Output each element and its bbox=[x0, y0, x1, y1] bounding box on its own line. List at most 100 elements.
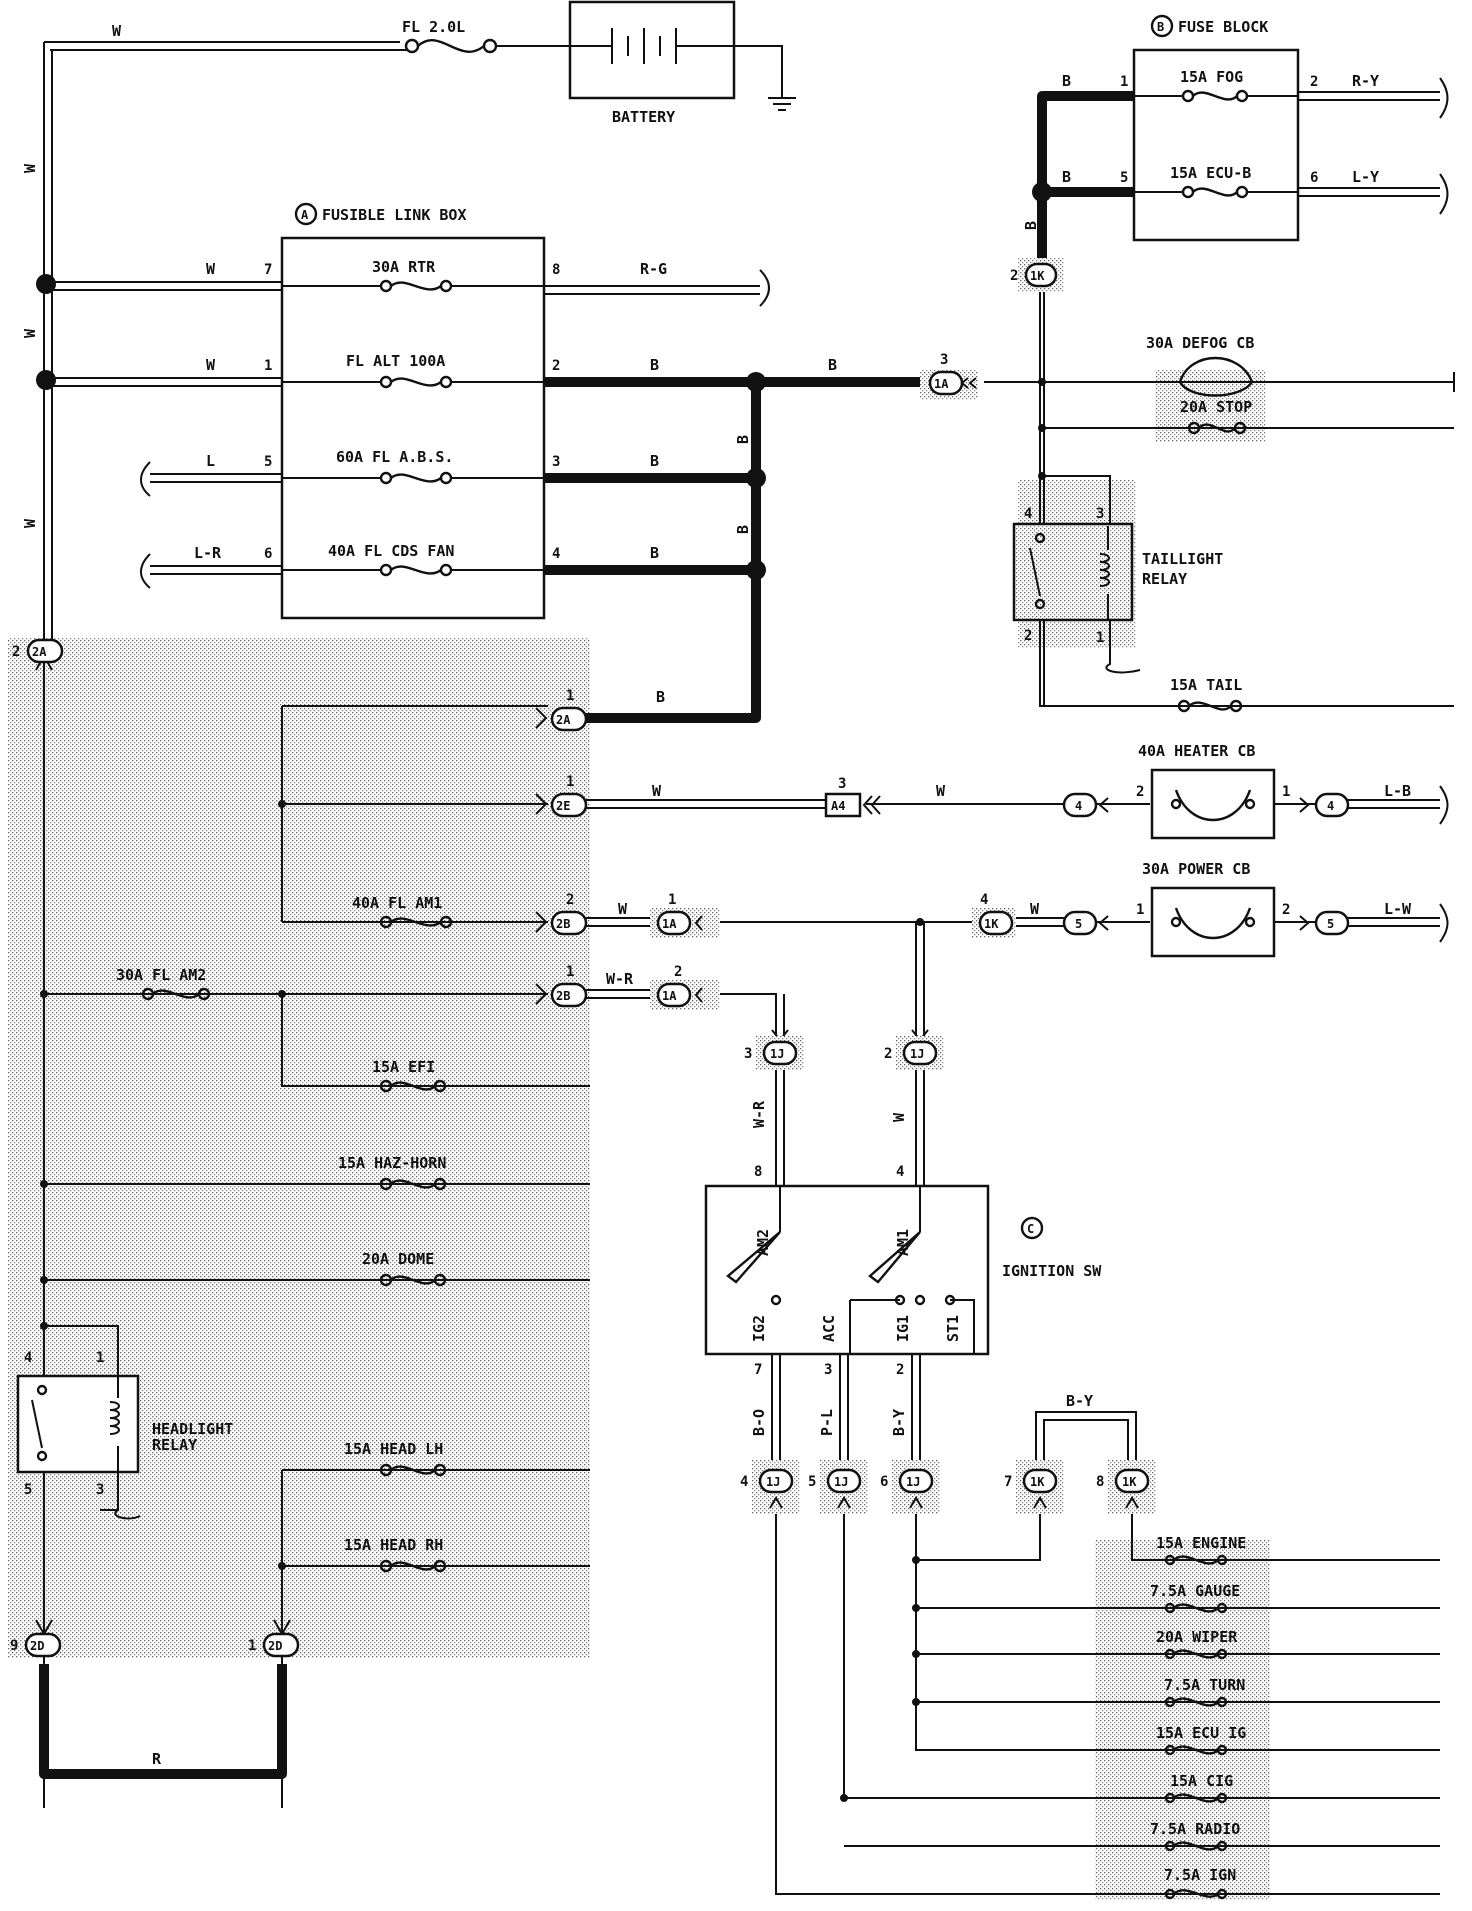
fuse-dome-label: 20A DOME bbox=[362, 1250, 434, 1268]
connector-1j-2[interactable]: 1J bbox=[896, 1036, 944, 1070]
pin-8: 8 bbox=[552, 262, 560, 278]
fusible-link-rows bbox=[140, 269, 770, 589]
head-relay-pin-4: 4 bbox=[24, 1350, 32, 1366]
connector-1j-4-label: 1J bbox=[766, 1475, 780, 1489]
heater-cb-pin-1: 1 bbox=[1282, 784, 1290, 800]
connector-1j-4-pin: 4 bbox=[740, 1474, 748, 1490]
connector-1k-7[interactable]: 1K bbox=[1016, 1460, 1064, 1514]
connector-1j-5-label: 1J bbox=[834, 1475, 848, 1489]
ignition-switch-box bbox=[704, 1184, 990, 1356]
connector-1k-8-pin: 8 bbox=[1096, 1474, 1104, 1490]
ig-term-am2: AM2 bbox=[754, 1229, 772, 1256]
connector-1j-3-label: 1J bbox=[770, 1047, 784, 1061]
wire-label-w-vert-3: W bbox=[21, 518, 39, 528]
fl-alt-100a-label: FL ALT 100A bbox=[346, 352, 445, 370]
fl-30a-rtr-label: 30A RTR bbox=[372, 258, 436, 276]
connector-1a-am1[interactable]: 1A bbox=[650, 908, 720, 938]
connector-2a-mid[interactable]: 2A bbox=[535, 706, 588, 732]
marker-c-letter: C bbox=[1027, 1222, 1034, 1236]
battery bbox=[568, 0, 796, 111]
wire-label-w-ig: W bbox=[890, 1112, 908, 1122]
connector-2a-top[interactable]: 2A bbox=[26, 638, 64, 664]
bottom-fuse-stack bbox=[1164, 1554, 1228, 1900]
connector-4-left[interactable]: 4 bbox=[1062, 792, 1109, 818]
breaker-30a-defog bbox=[1178, 356, 1254, 397]
connector-1j-3[interactable]: 1J bbox=[756, 1036, 804, 1070]
connector-2a-top-pin: 2 bbox=[12, 644, 20, 660]
fuse-stop-label: 20A STOP bbox=[1180, 398, 1252, 416]
connector-5-left-label: 5 bbox=[1075, 917, 1082, 931]
connector-1k-mid[interactable]: 1K bbox=[972, 908, 1016, 938]
ig-pin-2: 2 bbox=[896, 1362, 904, 1378]
right-circuit-wires bbox=[984, 290, 1455, 707]
r-wire-loop bbox=[39, 1664, 287, 1779]
connector-1a-am1-pin: 1 bbox=[668, 892, 676, 908]
main-w-bus bbox=[43, 41, 408, 640]
connector-2d-right[interactable]: 2D bbox=[262, 1632, 300, 1658]
fuse-15a-tail bbox=[1177, 699, 1243, 713]
ig-pin-3: 3 bbox=[824, 1362, 832, 1378]
fuse-20a-stop bbox=[1187, 421, 1247, 435]
wire-label-l: L bbox=[206, 452, 215, 470]
fuse-am1-label: 40A FL AM1 bbox=[352, 894, 442, 912]
connector-1k-8[interactable]: 1K bbox=[1108, 1460, 1156, 1514]
connector-2d-right-pin: 1 bbox=[248, 1638, 256, 1654]
connector-2a-mid-pin: 1 bbox=[566, 688, 574, 704]
fuse-radio-label: 7.5A RADIO bbox=[1150, 1820, 1240, 1838]
fuse-30a-fl-am2 bbox=[141, 987, 211, 1001]
wire-label-w-7: W bbox=[206, 260, 216, 278]
connector-5-left[interactable]: 5 bbox=[1062, 910, 1109, 936]
fuse-block bbox=[1132, 48, 1300, 242]
connector-1k-top[interactable]: 1K bbox=[1018, 258, 1064, 292]
wire-label-l-y: L-Y bbox=[1352, 168, 1379, 186]
pin-3: 3 bbox=[552, 454, 560, 470]
connector-2b-am2[interactable]: 2B bbox=[535, 982, 588, 1008]
fb-pin-6: 6 bbox=[1310, 170, 1318, 186]
connector-2b-am2-label: 2B bbox=[556, 989, 570, 1003]
connector-1j-6[interactable]: 1J bbox=[892, 1460, 940, 1514]
connector-2d-left-label: 2D bbox=[30, 1639, 44, 1653]
wire-label-r: R bbox=[152, 1750, 162, 1768]
connector-1j-2-label: 1J bbox=[910, 1047, 924, 1061]
fuse-ecu-ig-label: 15A ECU IG bbox=[1156, 1724, 1246, 1742]
connector-4-right[interactable]: 4 bbox=[1299, 792, 1350, 818]
headlight-relay bbox=[16, 1374, 141, 1520]
wire-label-w-2b: W bbox=[618, 900, 628, 918]
connector-2b-am1[interactable]: 2B bbox=[535, 910, 588, 936]
fb-pin-2: 2 bbox=[1310, 74, 1318, 90]
wire-label-b-o: B-O bbox=[750, 1409, 768, 1436]
tail-relay-pin-1: 1 bbox=[1096, 630, 1104, 646]
connector-5-right[interactable]: 5 bbox=[1299, 910, 1350, 936]
ig-term-ig2: IG2 bbox=[750, 1315, 768, 1342]
breaker-defog-label: 30A DEFOG CB bbox=[1146, 334, 1254, 352]
connector-1j-5[interactable]: 1J bbox=[820, 1460, 868, 1514]
connector-4-right-label: 4 bbox=[1327, 799, 1334, 813]
connector-1a-top[interactable]: 1A bbox=[920, 370, 978, 400]
wire-label-l-w: L-W bbox=[1384, 900, 1412, 918]
head-relay-label-1: HEADLIGHT bbox=[152, 1420, 233, 1438]
fuse-gauge-label: 7.5A GAUGE bbox=[1150, 1582, 1240, 1600]
connector-2a-top-label: 2A bbox=[32, 645, 47, 659]
connector-1a-am2[interactable]: 1A bbox=[650, 980, 720, 1010]
wire-label-b-2a: B bbox=[656, 688, 665, 706]
wire-label-w-vert-2: W bbox=[21, 328, 39, 338]
fuse-head-rh-label: 15A HEAD RH bbox=[344, 1536, 443, 1554]
connector-1k-7-label: 1K bbox=[1030, 1475, 1045, 1489]
fl-cds-fan-label: 40A FL CDS FAN bbox=[328, 542, 454, 560]
wire-label-w-r-2b: W-R bbox=[606, 970, 634, 988]
connector-a4[interactable]: A4 bbox=[824, 792, 881, 818]
fuse-cig-label: 15A CIG bbox=[1170, 1772, 1233, 1790]
head-relay-pin-5: 5 bbox=[24, 1482, 32, 1498]
connector-2e[interactable]: 2E bbox=[535, 792, 588, 818]
fb-wire-b-5: B bbox=[1062, 168, 1071, 186]
pin-2: 2 bbox=[552, 358, 560, 374]
fuse-15a-ecu-b-label: 15A ECU-B bbox=[1170, 164, 1251, 182]
connector-1a-am2-pin: 2 bbox=[674, 964, 682, 980]
ignition-switch-internals bbox=[726, 1186, 975, 1354]
connector-1j-4[interactable]: 1J bbox=[752, 1460, 800, 1514]
main-fuse-fl-2-0l bbox=[404, 38, 572, 54]
connector-2d-left[interactable]: 2D bbox=[24, 1632, 62, 1658]
ig-term-am1: AM1 bbox=[894, 1229, 912, 1256]
connector-4-left-label: 4 bbox=[1075, 799, 1082, 813]
heater-row bbox=[281, 705, 1449, 922]
